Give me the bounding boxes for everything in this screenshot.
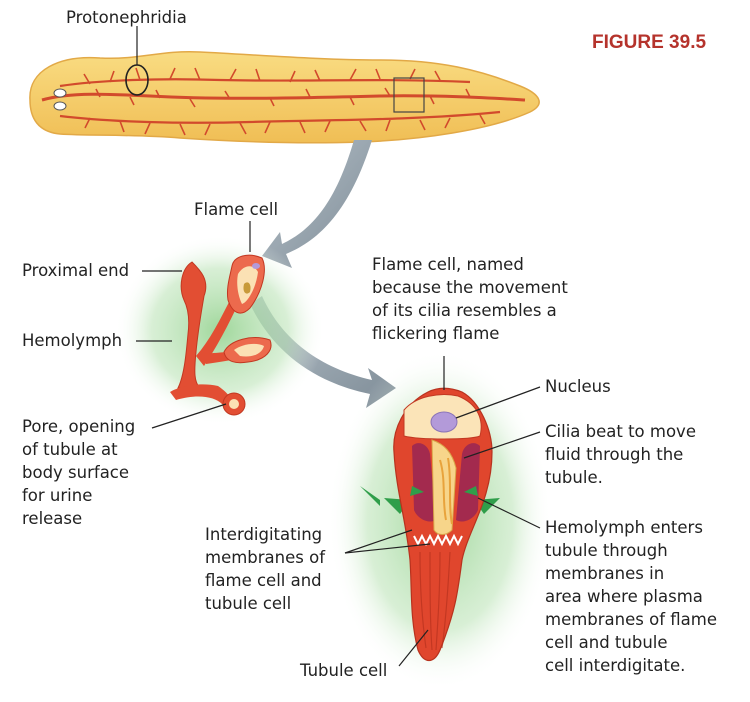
proximal-end-label: Proximal end bbox=[22, 261, 129, 280]
zoom-arrows bbox=[250, 140, 396, 408]
cilia-label: Cilia beat to move fluid through the tub… bbox=[545, 422, 701, 487]
hemolymph-enters-label: Hemolymph enters tubule through membrane… bbox=[545, 518, 722, 675]
figure-title: FIGURE 39.5 bbox=[592, 32, 706, 53]
magnified-region-box bbox=[393, 77, 425, 113]
nucleus-label: Nucleus bbox=[545, 377, 611, 396]
pore-label: Pore, opening of tubule at body surface … bbox=[22, 417, 140, 528]
hemolymph-label: Hemolymph bbox=[22, 331, 122, 350]
flame-cell-label: Flame cell bbox=[194, 200, 278, 219]
interdigitating-label: Interdigitating membranes of flame cell … bbox=[205, 525, 330, 613]
flame-cell-note: Flame cell, named because the movement o… bbox=[372, 255, 573, 343]
leader-lines bbox=[136, 26, 541, 667]
protonephridia-label: Protonephridia bbox=[66, 8, 187, 27]
flame-cell-enlarged bbox=[328, 350, 552, 690]
protonephridium-illustration bbox=[115, 235, 325, 425]
flatworm-illustration bbox=[29, 50, 540, 144]
tubule-cell-label: Tubule cell bbox=[299, 661, 387, 680]
